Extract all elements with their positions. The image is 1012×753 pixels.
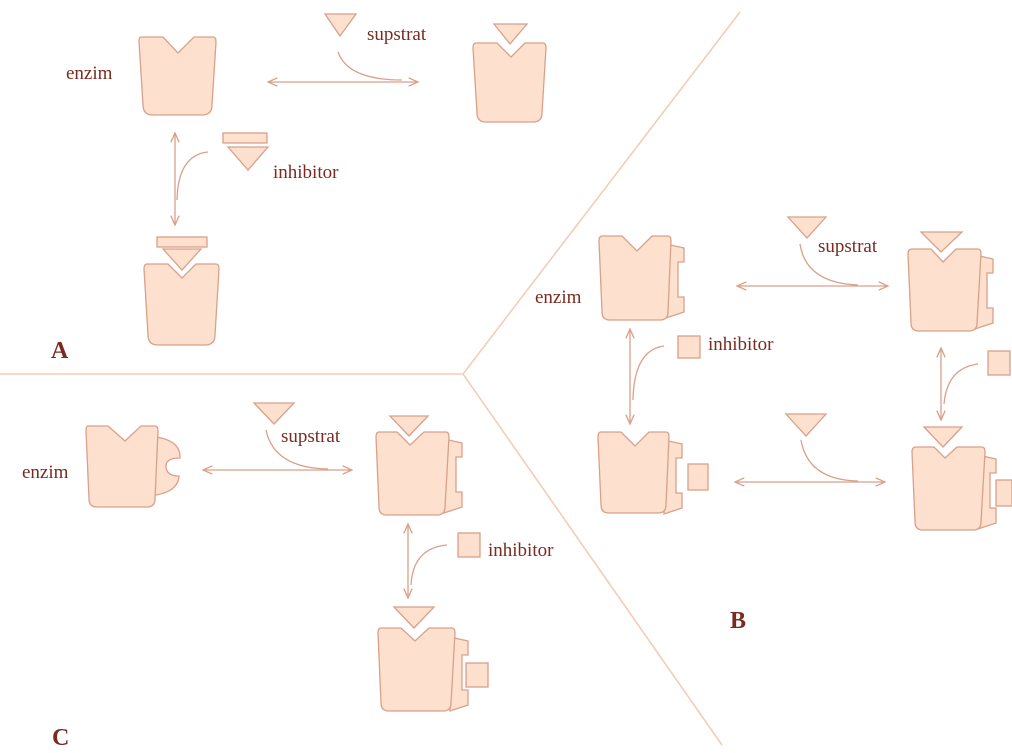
panel-dividers bbox=[0, 11, 741, 746]
substrate-triangle bbox=[492, 23, 529, 46]
inhibitor-label: inhibitor bbox=[488, 540, 554, 561]
inhibitor-curve bbox=[410, 544, 448, 586]
panel-c: enzim supstrat inhibitor C bbox=[22, 402, 554, 751]
substrate-curve bbox=[800, 439, 859, 482]
enzyme-shape bbox=[598, 235, 672, 321]
substrate-label: supstrat bbox=[818, 236, 878, 257]
substrate-triangle bbox=[252, 402, 296, 425]
substrate-triangle bbox=[392, 606, 436, 629]
inhibitor-triangle bbox=[226, 146, 270, 171]
divider-a-b bbox=[462, 11, 741, 375]
inhibitor-square bbox=[687, 463, 709, 491]
substrate-triangle bbox=[922, 426, 964, 448]
inhibitor-label: inhibitor bbox=[273, 162, 339, 183]
inhibitor-curve bbox=[943, 363, 979, 405]
inhibitor-square bbox=[995, 479, 1012, 507]
enzyme-shape bbox=[597, 431, 670, 514]
enzyme-label: enzim bbox=[66, 63, 113, 84]
inhibitor-square bbox=[465, 662, 489, 688]
enzyme-shape bbox=[375, 431, 450, 516]
inhibitor-square bbox=[677, 335, 701, 359]
inhibitor-label: inhibitor bbox=[708, 334, 774, 355]
inhibitor-curve bbox=[632, 345, 665, 401]
divider-b-c bbox=[462, 373, 723, 746]
enzyme-shape bbox=[472, 42, 547, 123]
allosteric-site bbox=[443, 438, 463, 514]
substrate-triangle bbox=[388, 415, 430, 437]
enzyme-shape bbox=[911, 446, 986, 531]
inhibitor-curve bbox=[176, 151, 209, 201]
enzyme-shape bbox=[143, 263, 220, 346]
enzyme-label: enzim bbox=[535, 287, 582, 308]
inhibitor-triangle bbox=[161, 248, 203, 271]
enzyme-shape bbox=[377, 627, 456, 712]
panel-label-c: C bbox=[52, 725, 69, 751]
substrate-triangle bbox=[919, 231, 964, 253]
substrate-triangle bbox=[784, 413, 828, 437]
enzyme-shape bbox=[907, 248, 982, 332]
substrate-triangle bbox=[786, 216, 828, 239]
panel-a: enzim supstrat inhibitor A bbox=[51, 13, 547, 364]
inhibitor-square bbox=[987, 350, 1011, 376]
inhibitor-bar bbox=[156, 236, 208, 248]
substrate-curve bbox=[337, 51, 403, 81]
enzyme-shape bbox=[138, 36, 217, 116]
allosteric-site bbox=[449, 636, 469, 712]
panel-b: enzim supstrat inhibitor B bbox=[535, 216, 1012, 634]
substrate-triangle bbox=[323, 13, 358, 38]
panel-label-b: B bbox=[730, 608, 746, 634]
enzyme-label: enzim bbox=[22, 462, 69, 483]
inhibitor-square bbox=[457, 532, 481, 558]
inhibitor-bar bbox=[222, 132, 268, 144]
substrate-label: supstrat bbox=[367, 24, 427, 45]
panel-label-a: A bbox=[51, 338, 69, 364]
substrate-label: supstrat bbox=[281, 426, 341, 447]
enzyme-shape bbox=[85, 425, 159, 508]
